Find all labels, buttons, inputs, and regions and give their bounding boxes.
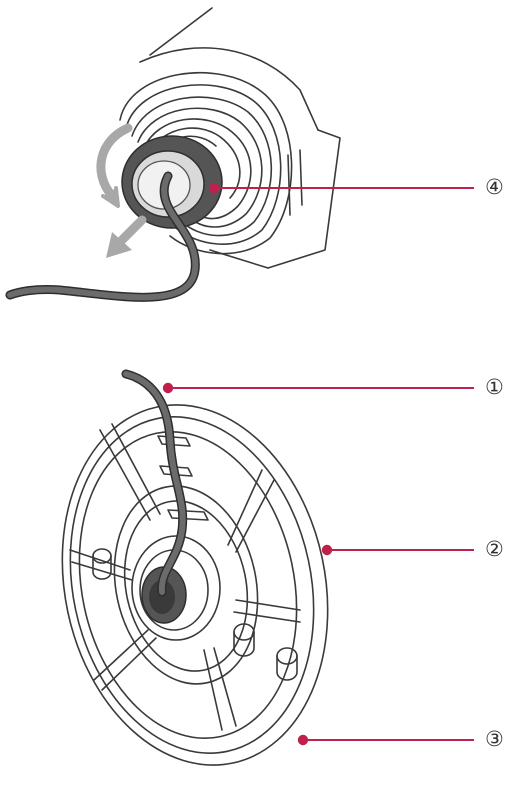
grille-cover-illustration bbox=[61, 404, 329, 766]
callout-label-4: ④ bbox=[485, 175, 504, 199]
callout-label-1: ① bbox=[485, 375, 504, 399]
cable-top bbox=[5, 171, 200, 302]
cable-bottom bbox=[121, 369, 188, 597]
callout-label-2: ② bbox=[485, 537, 504, 561]
pull-arrow-icon bbox=[106, 215, 147, 258]
speaker-housing-illustration bbox=[119, 7, 341, 269]
rotate-arrow-icon bbox=[96, 123, 133, 208]
callout-label-3: ③ bbox=[485, 727, 504, 751]
callout-leaders bbox=[162, 182, 474, 746]
